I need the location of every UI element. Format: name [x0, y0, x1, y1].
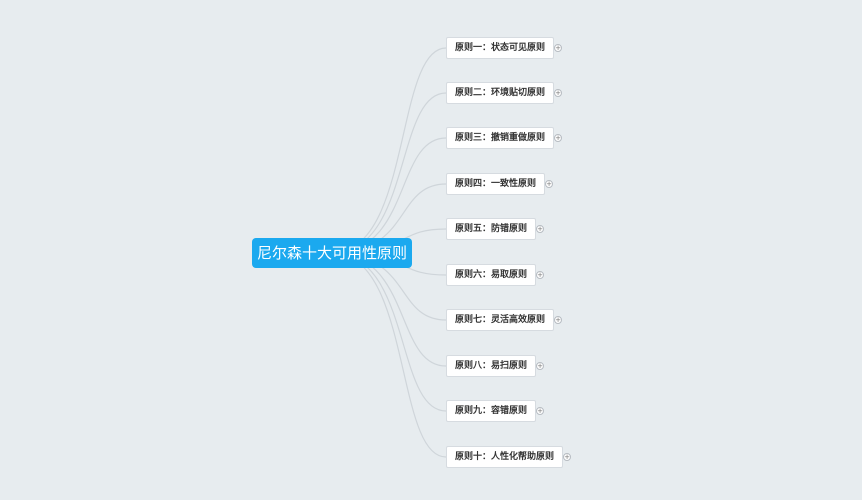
child-topic-7[interactable]: 原则七：灵活高效原则 [446, 309, 555, 331]
child-topic-2[interactable]: 原则二：环境贴切原则 [446, 82, 555, 104]
child-topic-10[interactable]: 原则十：人性化帮助原则 [446, 446, 564, 468]
expand-toggle-1[interactable]: + [554, 44, 562, 52]
expand-toggle-6[interactable]: + [536, 271, 544, 279]
expand-toggle-2[interactable]: + [554, 89, 562, 97]
root-topic[interactable]: 尼尔森十大可用性原则 [252, 238, 412, 268]
child-topic-1[interactable]: 原则一：状态可见原则 [446, 37, 555, 59]
expand-toggle-4[interactable]: + [545, 180, 553, 188]
connector-line-1 [331, 47, 447, 254]
expand-toggle-7[interactable]: + [554, 316, 562, 324]
connector-line-8 [331, 252, 447, 367]
child-topic-3[interactable]: 原则三：撤销重做原则 [446, 127, 555, 149]
expand-toggle-9[interactable]: + [536, 407, 544, 415]
child-topic-6[interactable]: 原则六：易取原则 [446, 264, 537, 286]
connector-line-2 [331, 92, 447, 254]
connector-line-3 [331, 137, 447, 254]
expand-toggle-5[interactable]: + [536, 225, 544, 233]
child-topic-4[interactable]: 原则四：一致性原则 [446, 173, 546, 195]
expand-toggle-8[interactable]: + [536, 362, 544, 370]
connector-line-10 [331, 252, 447, 458]
connector-line-9 [331, 252, 447, 412]
child-topic-8[interactable]: 原则八：易扫原则 [446, 355, 537, 377]
child-topic-5[interactable]: 原则五：防错原则 [446, 218, 537, 240]
expand-toggle-3[interactable]: + [554, 134, 562, 142]
expand-toggle-10[interactable]: + [563, 453, 571, 461]
child-topic-9[interactable]: 原则九：容错原则 [446, 400, 537, 422]
